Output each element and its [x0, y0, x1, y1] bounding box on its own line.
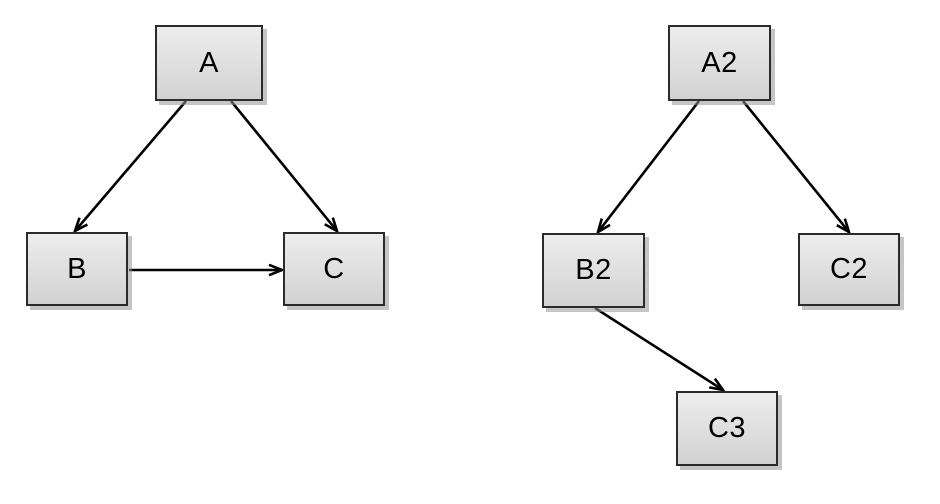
edge-a2-b2 — [595, 100, 701, 235]
node-c3[interactable]: C3 — [676, 391, 778, 466]
arrowhead-icon — [324, 217, 340, 234]
edge-b2-c3 — [594, 306, 726, 392]
edge-b-c — [129, 263, 286, 277]
arrowhead-icon — [595, 218, 611, 235]
node-c-label: C — [323, 252, 345, 285]
edge-line — [229, 100, 337, 231]
arrowhead-icon — [836, 218, 852, 235]
node-a2-label: A2 — [701, 46, 738, 79]
node-b2-label: B2 — [575, 254, 612, 286]
edge-line — [598, 100, 701, 232]
node-a2[interactable]: A2 — [668, 25, 771, 101]
edge-a-c — [229, 100, 340, 234]
node-b-label: B — [67, 252, 87, 285]
edge-a-b — [72, 100, 187, 234]
node-c2[interactable]: C2 — [798, 233, 900, 306]
edge-line — [594, 306, 723, 391]
node-b2[interactable]: B2 — [542, 233, 645, 308]
node-c[interactable]: C — [283, 232, 385, 306]
node-a[interactable]: A — [155, 25, 263, 101]
node-a-label: A — [199, 46, 219, 79]
edge-a2-c2 — [741, 100, 852, 235]
node-c3-label: C3 — [707, 412, 747, 444]
node-c2-label: C2 — [829, 253, 869, 285]
arrowhead-icon — [72, 217, 88, 234]
node-b[interactable]: B — [26, 232, 128, 306]
arrowhead-icon — [268, 263, 286, 277]
edge-line — [741, 100, 849, 232]
arrowhead-icon — [709, 377, 726, 392]
edge-line — [75, 100, 187, 231]
